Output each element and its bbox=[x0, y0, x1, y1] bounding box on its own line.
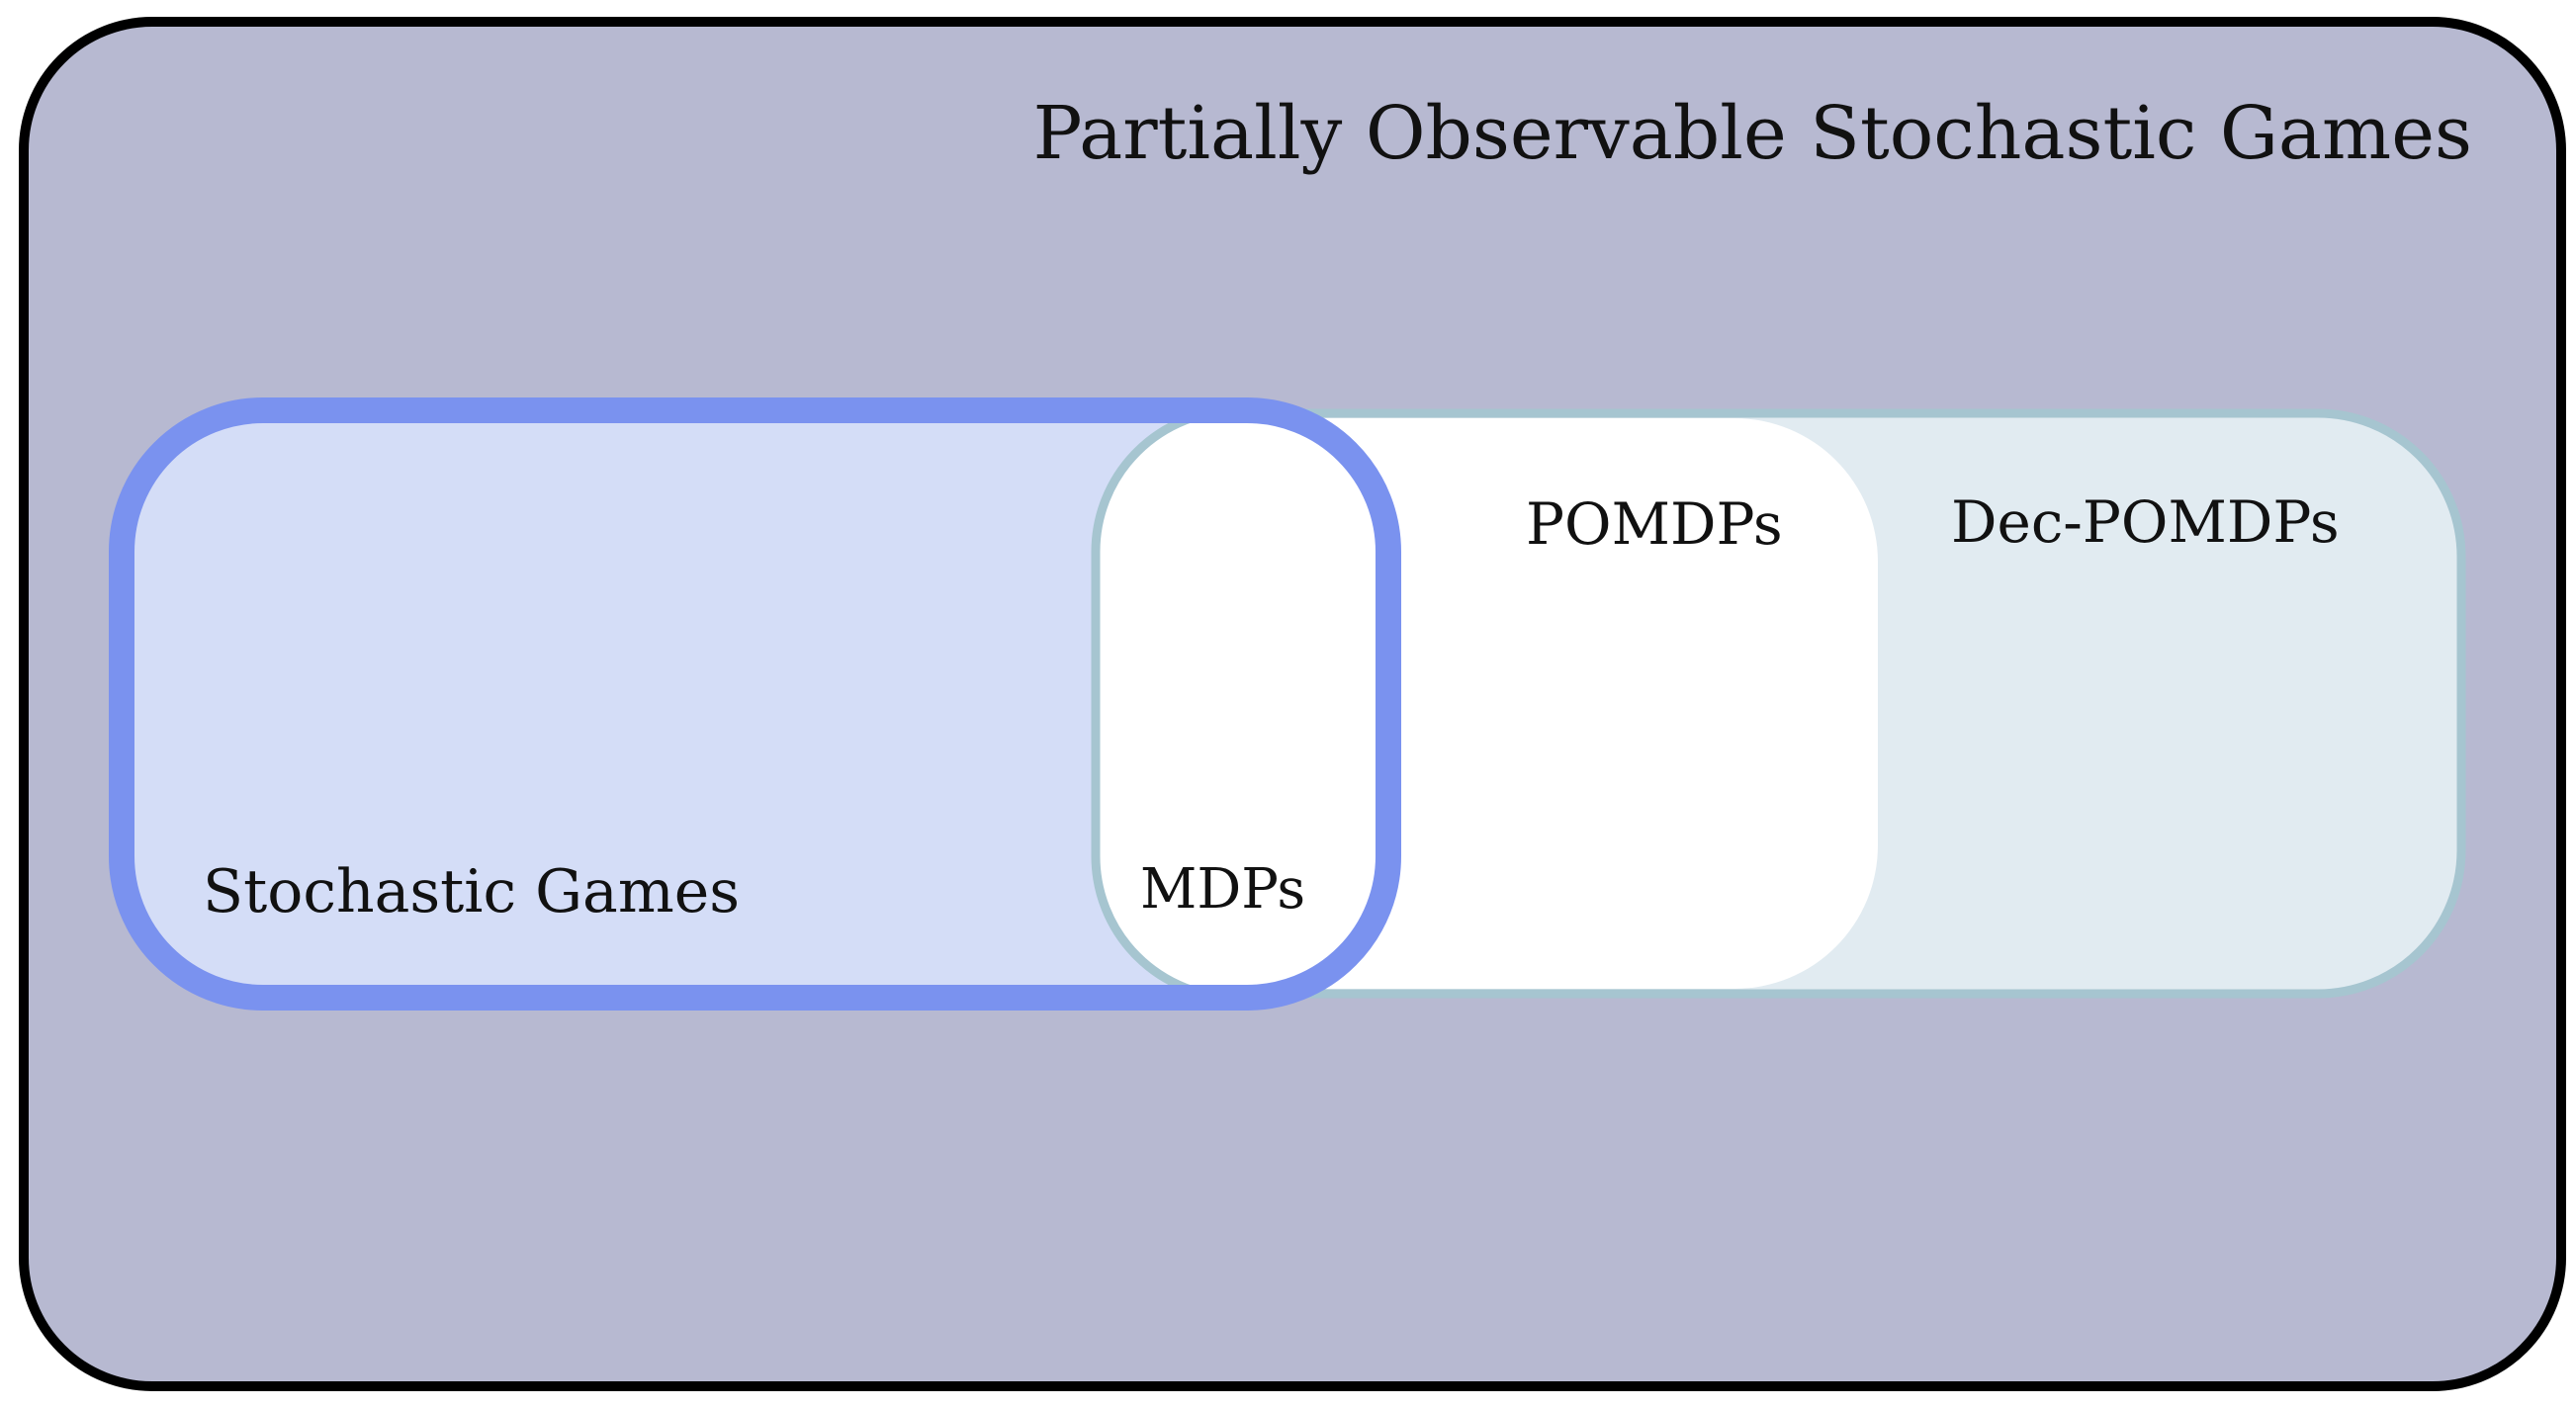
pos-games-label: Partially Observable Stochastic Games bbox=[1033, 91, 2472, 176]
pomdps-label: POMDPs bbox=[1526, 490, 1783, 558]
dec-pomdps-label: Dec-POMDPs bbox=[1951, 488, 2340, 556]
stochastic-games-label: Stochastic Games bbox=[203, 857, 740, 926]
stochastic-games-border bbox=[109, 397, 1401, 1011]
mdps-label: MDPs bbox=[1140, 857, 1305, 922]
stochastic-games-region bbox=[122, 410, 1388, 998]
